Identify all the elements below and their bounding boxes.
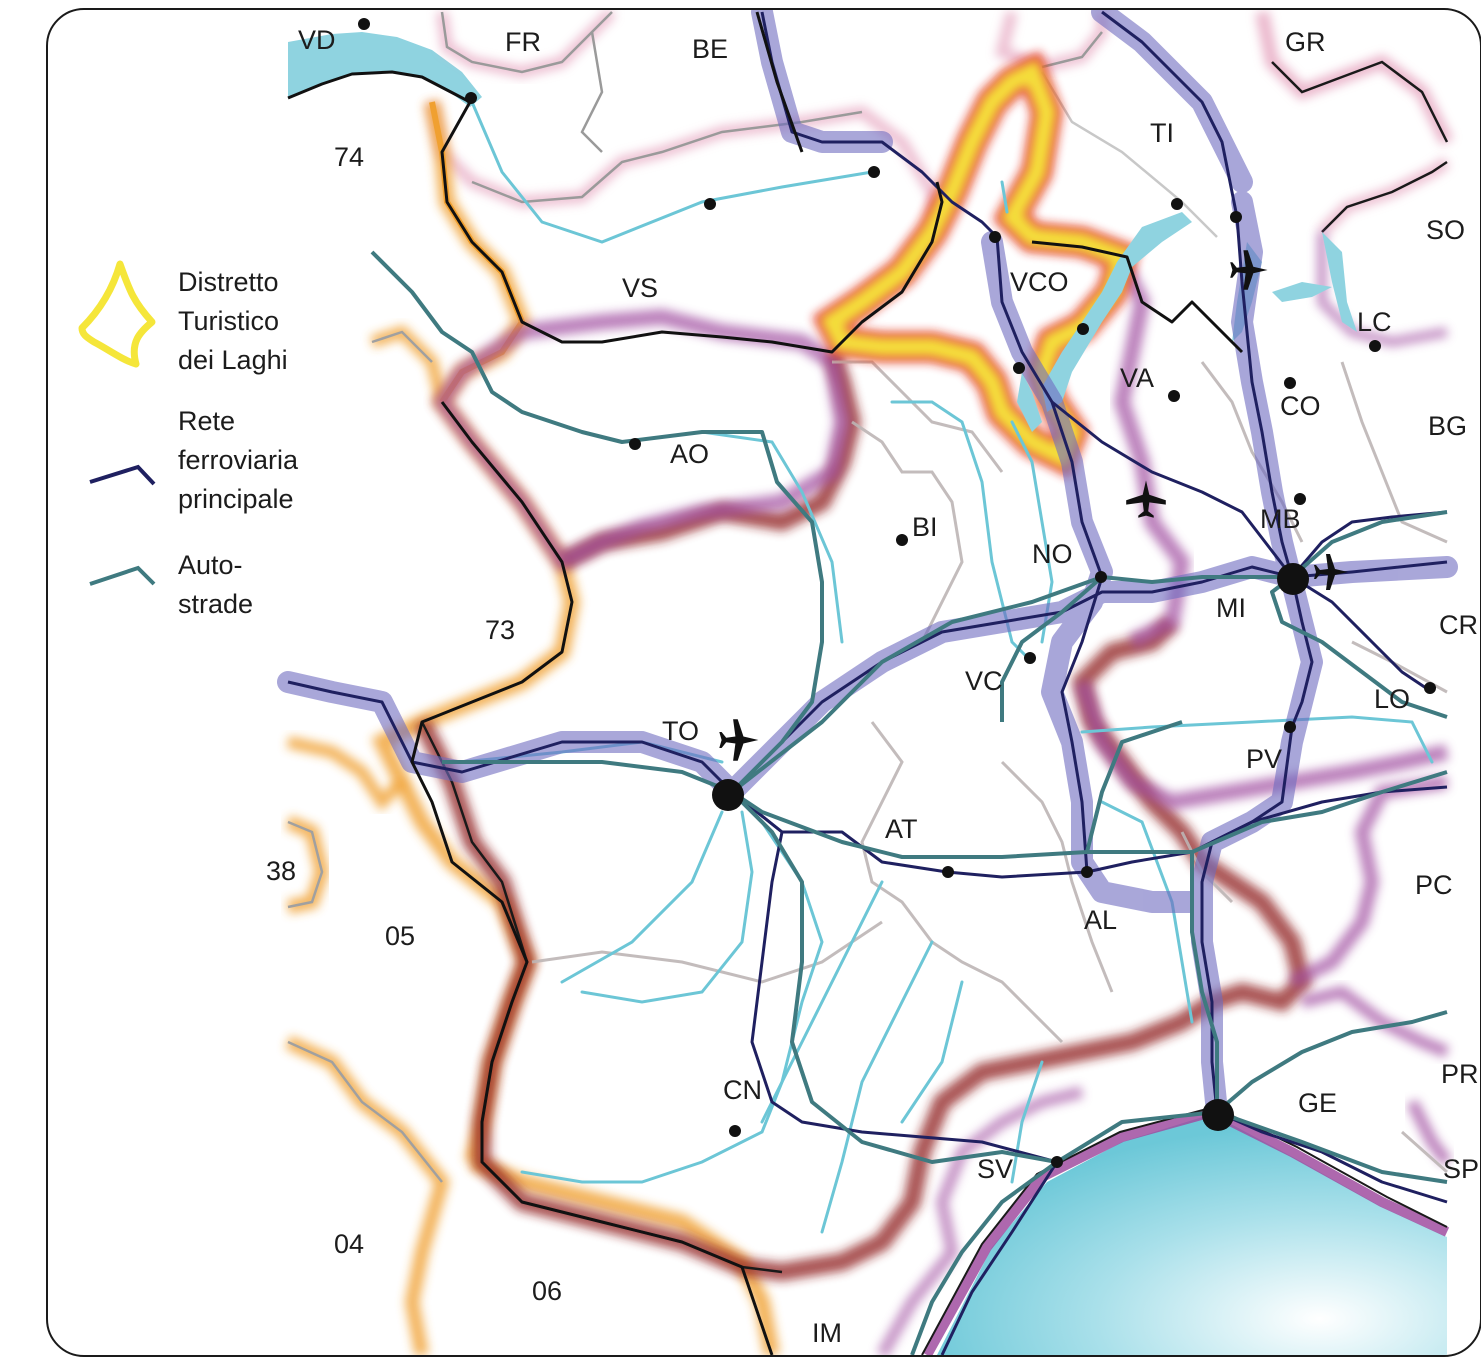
map-canvas: VD FR BE GR TI 74 SO VS VCO LC VA CO BG … bbox=[48, 10, 1479, 1355]
label-MI: MI bbox=[1216, 593, 1246, 623]
label-VA: VA bbox=[1120, 363, 1154, 393]
label-NO: NO bbox=[1032, 539, 1073, 569]
legend-tourist-line3: dei Laghi bbox=[178, 345, 288, 375]
label-CN: CN bbox=[723, 1075, 762, 1105]
tourist-district-legend-icon bbox=[78, 260, 156, 368]
label-VC: VC bbox=[965, 666, 1003, 696]
motorways bbox=[370, 250, 1448, 1355]
label-VS: VS bbox=[622, 273, 658, 303]
legend-railway-line1: Rete bbox=[178, 406, 235, 436]
label-PC: PC bbox=[1415, 870, 1453, 900]
label-06: 06 bbox=[532, 1276, 562, 1306]
label-SO: SO bbox=[1426, 215, 1465, 245]
label-TO: TO bbox=[662, 716, 699, 746]
legend-railway-line2: ferroviaria bbox=[178, 445, 299, 475]
label-73: 73 bbox=[485, 615, 515, 645]
label-BE: BE bbox=[692, 34, 728, 64]
label-SV: SV bbox=[977, 1154, 1013, 1184]
city-dots bbox=[358, 18, 1436, 1168]
swiss-borders bbox=[426, 10, 1454, 238]
label-LC: LC bbox=[1357, 307, 1392, 337]
label-TI: TI bbox=[1150, 118, 1174, 148]
label-AL: AL bbox=[1084, 905, 1117, 935]
label-GR: GR bbox=[1285, 27, 1326, 57]
airplane-icon bbox=[719, 719, 759, 761]
coast-line bbox=[922, 1106, 1450, 1355]
label-AO: AO bbox=[670, 439, 709, 469]
label-04: 04 bbox=[334, 1229, 364, 1259]
label-GE: GE bbox=[1298, 1088, 1337, 1118]
label-BG: BG bbox=[1428, 411, 1467, 441]
map-labels: VD FR BE GR TI 74 SO VS VCO LC VA CO BG … bbox=[266, 25, 1479, 1348]
label-PV: PV bbox=[1246, 744, 1282, 774]
label-FR: FR bbox=[505, 27, 541, 57]
label-SP: SP bbox=[1443, 1154, 1479, 1184]
label-BI: BI bbox=[912, 512, 938, 542]
rivers bbox=[460, 100, 1434, 1234]
france-borders bbox=[285, 100, 780, 1355]
legend: Distretto Turistico dei Laghi Rete ferro… bbox=[78, 260, 299, 619]
label-VD: VD bbox=[298, 25, 336, 55]
label-VCO: VCO bbox=[1010, 267, 1069, 297]
legend-panel bbox=[48, 232, 286, 632]
label-IM: IM bbox=[812, 1318, 842, 1348]
legend-railway-line3: principale bbox=[178, 484, 294, 514]
label-LO: LO bbox=[1374, 684, 1410, 714]
sea bbox=[937, 1114, 1447, 1355]
railway-lines bbox=[287, 10, 1448, 1355]
label-AT: AT bbox=[885, 814, 918, 844]
label-MB: MB bbox=[1260, 504, 1301, 534]
lake-geneva bbox=[288, 32, 482, 107]
national-boundary bbox=[287, 11, 1244, 1355]
label-05: 05 bbox=[385, 921, 415, 951]
legend-motorway-line2: strade bbox=[178, 589, 253, 619]
map-frame: VD FR BE GR TI 74 SO VS VCO LC VA CO BG … bbox=[46, 8, 1481, 1357]
tourist-district bbox=[812, 51, 1141, 478]
airplane-icon bbox=[1126, 480, 1166, 518]
label-PR: PR bbox=[1441, 1059, 1479, 1089]
legend-motorway-line1: Auto- bbox=[178, 550, 243, 580]
province-borders bbox=[531, 360, 1448, 1174]
railway-legend-icon bbox=[89, 464, 156, 486]
motorway-legend-icon bbox=[89, 565, 156, 586]
label-38: 38 bbox=[266, 856, 296, 886]
legend-tourist-line1: Distretto bbox=[178, 267, 279, 297]
label-CO: CO bbox=[1280, 391, 1321, 421]
label-CR: CR bbox=[1439, 610, 1478, 640]
label-74: 74 bbox=[334, 142, 364, 172]
lombardia-borders bbox=[876, 232, 1452, 1355]
legend-tourist-line2: Turistico bbox=[178, 306, 279, 336]
